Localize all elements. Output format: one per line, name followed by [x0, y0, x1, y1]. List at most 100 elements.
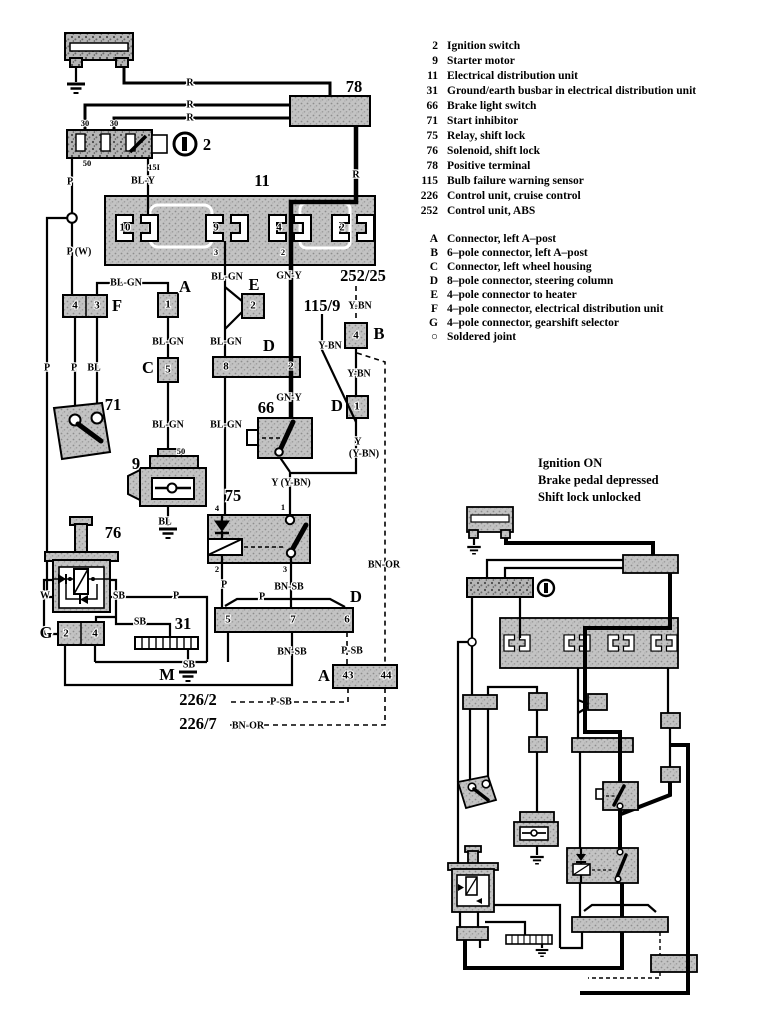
- diagram-label: 66: [258, 398, 275, 417]
- diagram-label: 1: [281, 502, 285, 512]
- diagram-label: P (W): [67, 246, 92, 257]
- diagram-label: BL-GN: [211, 271, 243, 282]
- diagram-label: 2: [203, 135, 211, 154]
- component-legend-label: Control unit, ABS: [447, 205, 536, 217]
- diagram-label: 4: [276, 222, 282, 234]
- diagram-label: W: [40, 590, 50, 601]
- solenoid-76: [44, 516, 119, 613]
- connector-D-bottom: [214, 607, 354, 633]
- component-legend-id: 252: [420, 205, 438, 217]
- diagram-label: 9: [132, 454, 140, 473]
- connector-legend-label: Connector, left wheel housing: [447, 261, 592, 273]
- start-inhibitor-71: [52, 401, 112, 461]
- diagram-label: Y: [354, 436, 362, 447]
- diagram-label: 115/9: [304, 296, 341, 315]
- component-legend-id: 9: [432, 55, 438, 67]
- inset-battery: [466, 506, 514, 555]
- diagram-label: BN-OR: [232, 720, 265, 731]
- connector-D82: [212, 356, 301, 378]
- diagram-label: 3: [283, 564, 287, 574]
- diagram-label: P: [71, 362, 77, 373]
- diagram-label: BL-GN: [152, 336, 184, 347]
- diagram-label: D: [331, 396, 343, 415]
- diagram-label: 4: [92, 628, 98, 640]
- diagram-label: P-SB: [341, 645, 363, 656]
- diagram-label: 2: [250, 300, 256, 312]
- component-legend-id: 75: [426, 130, 439, 142]
- connector-legend-label: Connector, left A–post: [447, 233, 557, 245]
- component-legend-id: 31: [426, 85, 439, 97]
- diagram-label: 75: [225, 486, 242, 505]
- diagram-label: 31: [175, 614, 192, 633]
- diagram-label: A: [318, 666, 330, 685]
- diagram-label: 4: [353, 330, 359, 342]
- connector-A-bottom: [332, 664, 398, 689]
- diagram-label: Y (Y-BN): [271, 477, 311, 488]
- diagram-label: 50: [83, 158, 92, 168]
- connector-legend-label: 4–pole connector to heater: [447, 289, 577, 301]
- diagram-label: 9: [213, 222, 219, 234]
- component-legend-label: Solenoid, shift lock: [447, 145, 540, 157]
- state-note-line: Ignition ON: [538, 456, 603, 470]
- diagram-label: D: [263, 336, 275, 355]
- component-legend-item: 252 Control unit, ABS: [420, 205, 696, 220]
- diagram-label: 3: [214, 247, 218, 257]
- diagram-label: P-SB: [270, 696, 292, 707]
- diagram-label: 10: [120, 222, 132, 234]
- inset-start-inhibitor: [456, 774, 498, 810]
- diagram-label: P: [67, 176, 73, 187]
- diagram-label: Y-BN: [348, 300, 372, 311]
- diagram-label: 5: [225, 614, 231, 626]
- state-note-line: Shift lock unlocked: [538, 490, 641, 504]
- component-legend-id: 66: [426, 100, 439, 112]
- diagram-label: C: [142, 358, 154, 377]
- diagram-label: P: [44, 362, 50, 373]
- diagram-label: 2: [281, 247, 285, 257]
- component-legend-item: 71 Start inhibitor: [420, 115, 696, 130]
- connector-legend-id: E: [430, 289, 438, 301]
- diagram-label: GN-Y: [276, 392, 302, 403]
- diagram-label: F: [112, 296, 122, 315]
- distribution-unit-11: [104, 195, 376, 266]
- component-legend-id: 71: [426, 115, 439, 127]
- diagram-label: 1: [165, 299, 171, 311]
- component-legend-label: Ignition switch: [447, 40, 521, 52]
- soldered-joint: [66, 212, 78, 224]
- diagram-label: A: [179, 277, 191, 296]
- diagram-label: BL-GN: [210, 419, 242, 430]
- diagram-label: BL-GN: [110, 277, 142, 288]
- brake-light-switch-66: [246, 417, 313, 459]
- connector-legend-id: ○: [431, 331, 438, 343]
- component-legend-label: Relay, shift lock: [447, 130, 526, 142]
- connector-legend-label: Soldered joint: [447, 331, 517, 343]
- diagram-label: BL-Y: [131, 175, 156, 186]
- component-legend-id: 11: [427, 70, 438, 82]
- diagram-label: BN-OR: [368, 559, 401, 570]
- diagram-label: Y-BN: [347, 368, 371, 379]
- diagram-label: 7: [290, 614, 296, 626]
- state-note-line: Brake pedal depressed: [538, 473, 659, 487]
- component-legend-label: Brake light switch: [447, 100, 537, 112]
- diagram-label: 252/25: [340, 266, 386, 285]
- diagram-label: 2: [288, 361, 294, 373]
- wires: [42, 67, 386, 726]
- diagram-label: E: [248, 275, 259, 294]
- connector-legend-id: D: [429, 275, 438, 287]
- diagram-label: Y-BN: [318, 340, 342, 351]
- diagram-label: 11: [254, 171, 270, 190]
- battery-symbol: [64, 32, 134, 95]
- starter-motor-9: [127, 448, 207, 540]
- diagram-label: BN-SB: [274, 581, 304, 592]
- component-legend-label: Bulb failure warning sensor: [447, 175, 584, 187]
- component-legend-label: Positive terminal: [447, 160, 531, 172]
- diagram-label: BL-GN: [210, 336, 242, 347]
- component-legend-label: Start inhibitor: [447, 115, 519, 127]
- connector-legend-label: 6–pole connector, left A–post: [447, 247, 588, 259]
